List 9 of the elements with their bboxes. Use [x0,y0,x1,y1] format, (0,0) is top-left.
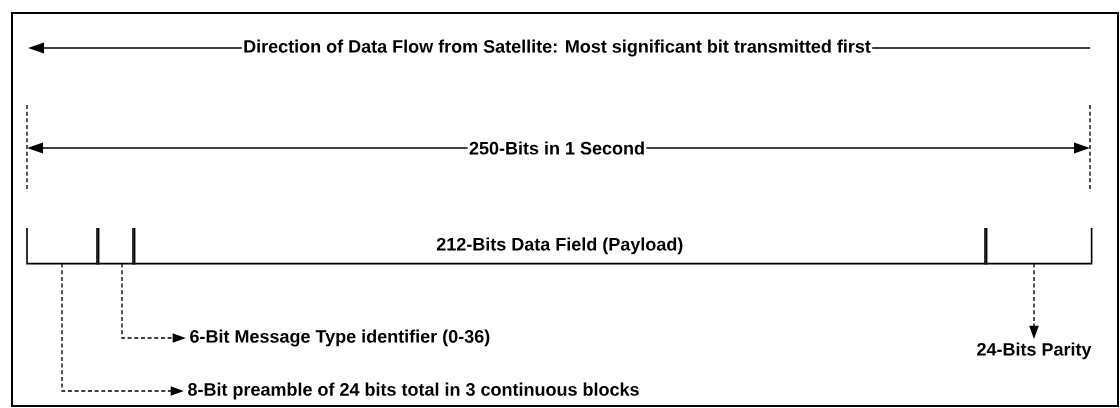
dimension-label: 250-Bits in 1 Second [467,140,647,156]
field-segment [984,227,1093,265]
direction-label: Direction of Data Flow from Satellite: Most significant bit transmitted first [241,38,873,58]
field-segment [96,227,136,265]
field-segment: 212-Bits Data Field (Payload) [132,227,988,265]
field-segment [26,227,100,265]
callout-text: 8-Bit preamble of 24 bits total in 3 continuous blocks [188,382,639,400]
callout-text: 6-Bit Message Type identifier (0-36) [190,329,490,347]
callout-text: 24-Bits Parity [977,342,1092,360]
